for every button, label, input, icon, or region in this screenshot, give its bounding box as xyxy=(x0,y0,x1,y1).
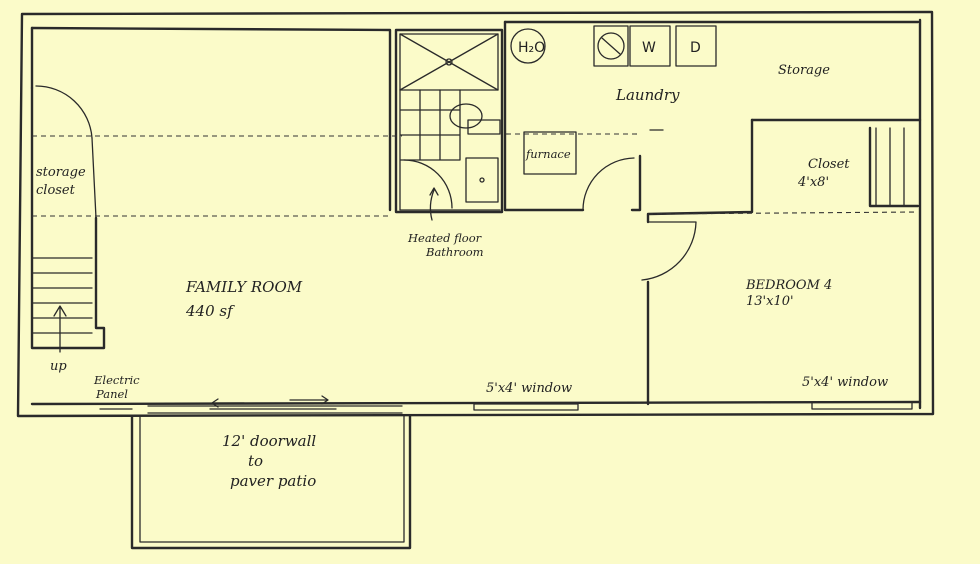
patio-label-2: to xyxy=(248,452,263,470)
washer-box xyxy=(629,25,671,67)
storage-closet-label-2: closet xyxy=(36,183,76,198)
furnace-label: furnace xyxy=(525,147,571,161)
bedroom-size: 13'x10' xyxy=(746,294,794,309)
stairs-up-label: up xyxy=(50,359,67,374)
storage-closet-label-1: storage xyxy=(36,165,86,180)
bedroom-label: BEDROOM 4 xyxy=(745,278,832,293)
windows xyxy=(99,401,913,411)
family-room-label: FAMILY ROOM xyxy=(185,278,303,296)
stair-area xyxy=(30,85,106,353)
dryer-label: D xyxy=(690,40,701,56)
dryer-box xyxy=(675,25,717,67)
patio-label-1: 12' doorwall xyxy=(222,432,316,450)
beam-lines xyxy=(32,133,919,217)
patio-area xyxy=(130,395,412,550)
washer-label: W xyxy=(642,40,656,56)
furnace-box xyxy=(523,131,577,175)
water-heater-circle xyxy=(510,28,546,64)
family-room-size: 440 sf xyxy=(185,302,235,320)
family-room-window-label: 5'x4' window xyxy=(486,381,572,396)
laundry-area xyxy=(503,20,717,212)
bathroom-label-2: Bathroom xyxy=(425,245,484,259)
water-heater-label: H₂O xyxy=(518,40,545,56)
closet-label: Closet xyxy=(808,157,850,172)
patio-label-3: paver patio xyxy=(230,472,316,490)
storage-label: Storage xyxy=(778,63,830,78)
electric-panel-label-1: Electric xyxy=(93,373,140,387)
bathroom-block xyxy=(394,28,504,221)
bedroom-window-label: 5'x4' window xyxy=(802,375,888,390)
closet-size: 4'x8' xyxy=(797,175,829,190)
bedroom-walls xyxy=(641,118,922,406)
laundry-label: Laundry xyxy=(615,86,680,104)
outer-walls xyxy=(16,10,935,418)
electric-panel-label-2: Panel xyxy=(95,387,128,401)
bathroom-label-1: Heated floor xyxy=(407,231,483,245)
